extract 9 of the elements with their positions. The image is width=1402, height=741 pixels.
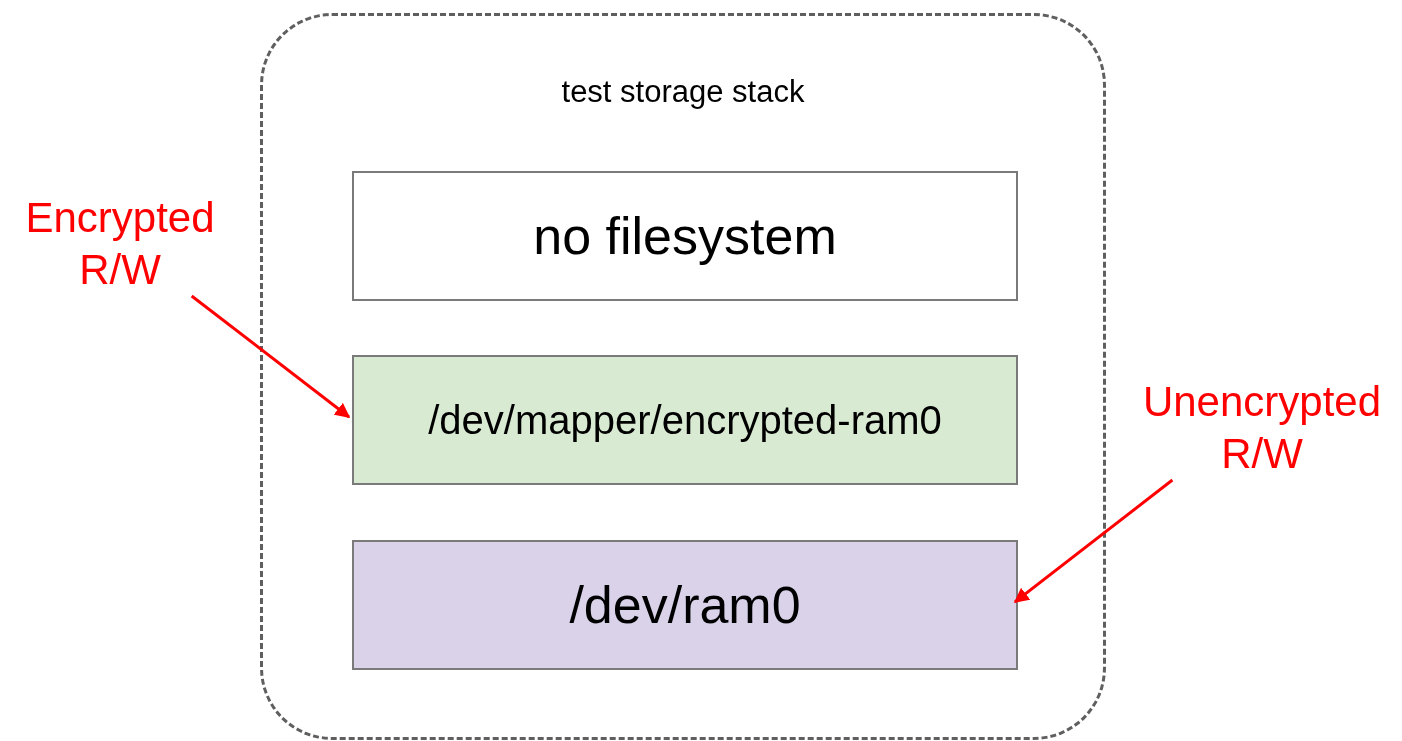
annotation-label: Encrypted R/W (8, 192, 232, 296)
storage-layer-box: /dev/mapper/encrypted-ram0 (352, 355, 1018, 485)
dashed-group-container (260, 13, 1106, 740)
group-title: test storage stack (560, 74, 806, 110)
storage-layer-box: /dev/ram0 (352, 540, 1018, 670)
storage-layer-box: no filesystem (352, 171, 1018, 301)
arrow (190, 294, 351, 419)
annotation-label: Unencrypted R/W (1122, 376, 1402, 480)
arrow (1013, 478, 1174, 604)
